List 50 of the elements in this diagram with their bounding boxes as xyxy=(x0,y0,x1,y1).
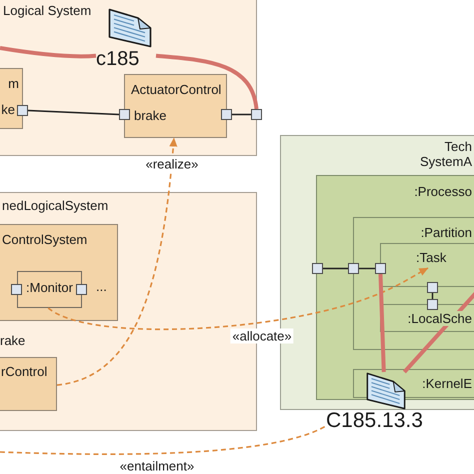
port-square xyxy=(251,109,262,120)
component-box xyxy=(0,357,57,411)
edge-label: «entailment» xyxy=(118,458,196,474)
trace-line xyxy=(156,54,258,110)
part-title: :LocalSche xyxy=(408,311,472,326)
connector-line xyxy=(232,114,251,116)
document-label: c185 xyxy=(96,48,140,70)
part-box xyxy=(380,243,474,287)
panel-title: nedLogicalSystem xyxy=(2,198,108,213)
connector-line xyxy=(323,268,348,270)
dependency-line xyxy=(0,425,326,455)
connector-line xyxy=(359,268,375,270)
port-square xyxy=(375,263,386,274)
part-box xyxy=(353,217,474,350)
panel-title: Logical System xyxy=(3,3,92,18)
ellipsis-text: ... xyxy=(96,279,107,294)
port-square xyxy=(312,263,323,274)
document-label: C185.13.3 xyxy=(326,410,423,432)
port-square xyxy=(11,284,22,295)
part-box xyxy=(380,304,474,332)
port-square xyxy=(221,109,232,120)
part-box xyxy=(316,175,474,400)
component-box xyxy=(0,224,118,321)
port-square xyxy=(76,284,87,295)
connector-line xyxy=(432,293,434,299)
part-title: :Processo xyxy=(414,184,472,199)
part-title: :Task xyxy=(416,250,446,265)
dependency-arrow xyxy=(56,138,178,386)
part-title: :KernelE xyxy=(422,376,472,391)
port-square xyxy=(427,282,438,293)
component-title: rControl xyxy=(1,364,48,379)
trace-line xyxy=(378,274,386,372)
system-panel xyxy=(0,0,257,156)
port-square xyxy=(119,109,130,120)
trace-line xyxy=(0,46,96,58)
edge-label: «allocate» xyxy=(230,328,294,344)
component-title: ControlSystem xyxy=(2,232,88,247)
port-square xyxy=(427,299,438,310)
connector-line xyxy=(28,110,120,116)
part-title: :Partition xyxy=(420,225,472,240)
component-title: ActuatorControl xyxy=(131,82,222,97)
component-box xyxy=(0,68,23,129)
edge-label: «realize» xyxy=(144,156,200,172)
port-square xyxy=(348,263,359,274)
part-title: :Monitor xyxy=(26,280,73,295)
port-label: brake xyxy=(134,108,167,123)
port-label: ke xyxy=(1,102,15,117)
port-square xyxy=(17,105,28,116)
component-box xyxy=(124,74,227,138)
port-label: rake xyxy=(0,333,26,348)
